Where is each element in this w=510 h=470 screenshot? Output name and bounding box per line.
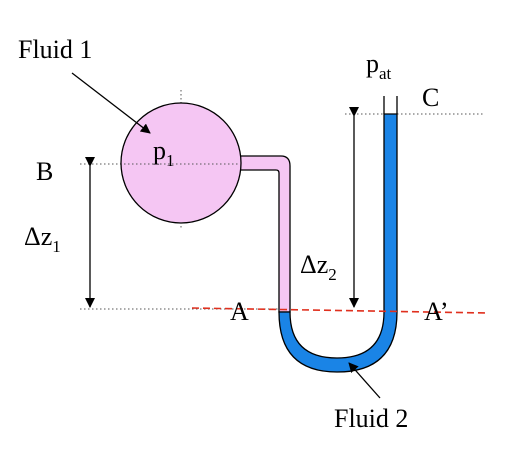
pat-label: pat (366, 49, 392, 83)
reference-line-a-a-prime (191, 307, 488, 314)
point-a-prime-label: A’ (424, 297, 449, 326)
fluid1-tube (235, 155, 291, 313)
pat-main: p (366, 49, 379, 78)
dz2-subscript: 2 (328, 265, 337, 284)
point-a-label: A (230, 297, 249, 326)
p1-label: p1 (153, 136, 175, 170)
dz1-label: Δz1 (24, 222, 61, 256)
point-c-label: C (422, 83, 439, 112)
dz1-main: Δz (24, 222, 52, 251)
open-tube-top (383, 96, 398, 114)
dz2-main: Δz (300, 250, 328, 279)
p1-subscript: 1 (166, 151, 175, 170)
point-b-label: B (36, 157, 53, 186)
dz1-subscript: 1 (52, 237, 61, 256)
p1-main: p (153, 136, 166, 165)
fluid1-vessel (120, 102, 242, 224)
fluid1-pointer-arrow (71, 72, 151, 134)
dz2-label: Δz2 (300, 250, 337, 284)
fluid1-label: Fluid 1 (18, 35, 92, 64)
fluid2-region (278, 113, 398, 373)
fluid2-label: Fluid 2 (334, 404, 408, 433)
fluid2-u-tube (279, 114, 397, 372)
fluid2-pointer-arrow (348, 362, 381, 399)
pat-subscript: at (379, 64, 392, 83)
